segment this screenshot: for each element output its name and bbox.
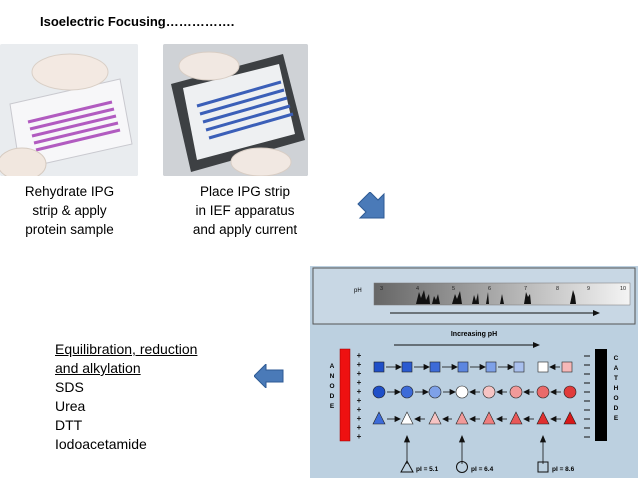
square-protein	[513, 361, 525, 373]
legend-label-triangle: pI = 5.1	[416, 466, 439, 473]
ph-tick: 8	[556, 286, 559, 292]
svg-text:+: +	[357, 405, 362, 414]
steps-heading-line: and alkylation	[55, 360, 141, 376]
square-protein	[537, 361, 549, 373]
protein-band	[432, 294, 440, 304]
protein-band	[486, 292, 489, 304]
arrow-left-icon	[253, 362, 284, 393]
cathode-bar	[595, 349, 607, 441]
legend-label-square: pI = 8.6	[552, 466, 575, 473]
svg-text:+: +	[357, 369, 362, 378]
triangle-protein	[536, 411, 550, 425]
caption-line: and apply current	[192, 222, 298, 237]
cathode-letter: O	[613, 395, 618, 402]
triangle-protein	[482, 411, 496, 425]
caption-line: protein sample	[25, 222, 114, 237]
caption-line: strip & apply	[32, 203, 107, 218]
protein-band	[570, 290, 576, 304]
steps-heading-line: Equilibration, reduction	[55, 341, 198, 357]
step-item-urea: Urea	[55, 398, 86, 414]
ph-tick: 10	[620, 286, 626, 292]
ph-tick: 4	[416, 286, 419, 292]
equilibration-steps: Equilibration, reduction and alkylation …	[55, 340, 197, 454]
square-protein	[429, 361, 441, 373]
step-item-iodoacetamide: Iodoacetamide	[55, 436, 147, 452]
caption-line: in IEF apparatus	[195, 203, 295, 218]
triangle-protein	[509, 411, 523, 425]
anode-letter: D	[330, 393, 335, 400]
svg-text:+: +	[357, 351, 362, 360]
ph-tick: 7	[524, 286, 527, 292]
circle-protein	[509, 385, 523, 399]
circle-protein	[428, 385, 442, 399]
svg-text:+: +	[357, 423, 362, 432]
svg-text:+: +	[357, 396, 362, 405]
triangle-protein	[400, 411, 414, 425]
triangle-legend-icon	[400, 459, 414, 473]
ief-schematic: pH 3 4 5 6 7 8 9 10 Increasing pH	[310, 266, 638, 478]
ph-label: pH	[354, 288, 362, 294]
triangle-protein	[372, 411, 386, 425]
anode-letter: O	[329, 383, 334, 390]
step-item-dtt: DTT	[55, 417, 83, 433]
svg-text:+: +	[357, 432, 362, 441]
square-protein	[561, 361, 573, 373]
svg-text:+: +	[357, 378, 362, 387]
anode-letter: A	[330, 363, 335, 370]
protein-band	[472, 293, 479, 304]
cathode-letter: C	[614, 355, 619, 362]
triangle-protein	[563, 411, 577, 425]
caption-line: Place IPG strip	[199, 184, 291, 199]
anode-letter: E	[330, 403, 335, 410]
svg-text:+: +	[357, 387, 362, 396]
step-item-sds: SDS	[55, 379, 84, 395]
circle-legend-icon	[456, 461, 468, 473]
place-strip-caption: Place IPG strip in IEF apparatus and app…	[180, 182, 310, 239]
triangle-protein	[428, 411, 442, 425]
square-protein	[457, 361, 469, 373]
protein-band	[500, 294, 504, 304]
triangle-protein	[455, 411, 469, 425]
circle-protein	[536, 385, 550, 399]
increasing-ph-label: Increasing pH	[451, 331, 497, 338]
square-legend-icon	[537, 461, 549, 473]
square-protein	[485, 361, 497, 373]
svg-text:+: +	[357, 360, 362, 369]
protein-band	[452, 291, 462, 304]
square-protein	[401, 361, 413, 373]
protein-band	[416, 290, 430, 304]
cathode-letter: A	[614, 365, 619, 372]
circle-protein	[455, 385, 469, 399]
ph-tick: 5	[452, 286, 455, 292]
square-protein	[373, 361, 385, 373]
legend-label-circle: pI = 6.4	[471, 466, 494, 473]
arrow-down-right-icon	[356, 191, 388, 227]
rehydrate-caption: Rehydrate IPG strip & apply protein samp…	[12, 182, 127, 239]
protein-band	[524, 292, 531, 304]
ph-tick: 6	[488, 286, 491, 292]
ph-tick: 3	[380, 286, 383, 292]
caption-line: Rehydrate IPG	[24, 184, 115, 199]
anode-bar	[339, 348, 351, 442]
cathode-letter: T	[614, 375, 618, 382]
rehydrate-photo	[0, 44, 138, 176]
ief-apparatus-photo	[163, 44, 308, 176]
circle-protein	[482, 385, 496, 399]
svg-text:+: +	[357, 414, 362, 423]
cathode-letter: E	[614, 415, 619, 422]
cathode-letter: D	[614, 405, 619, 412]
cathode-letter: H	[614, 385, 619, 392]
ph-tick: 9	[587, 286, 590, 292]
anode-letter: N	[330, 373, 335, 380]
circle-protein	[563, 385, 577, 399]
circle-protein	[372, 385, 386, 399]
circle-protein	[400, 385, 414, 399]
page-title: Isoelectric Focusing…………….	[40, 14, 235, 29]
